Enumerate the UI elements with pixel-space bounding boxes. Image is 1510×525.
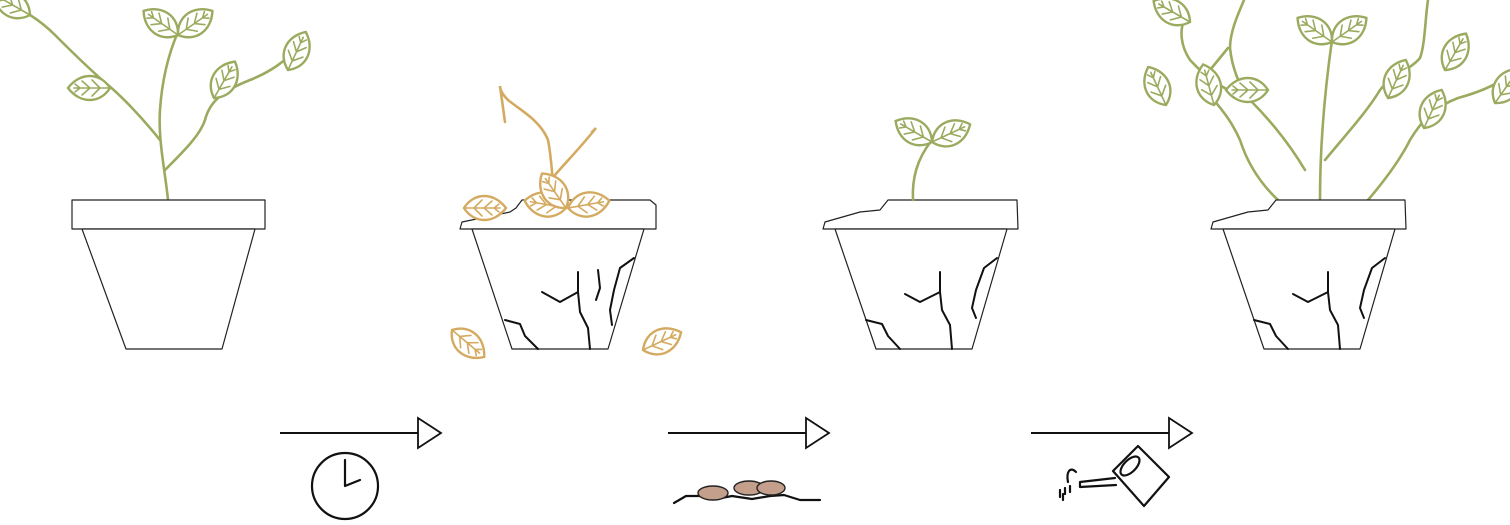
intact-pot <box>72 200 265 349</box>
clock-icon <box>312 453 378 519</box>
transition-time <box>280 418 441 519</box>
seedling <box>890 111 976 200</box>
stage-regrown-plant <box>1137 0 1510 349</box>
arrow-head <box>418 418 441 448</box>
watering-can-icon <box>1060 446 1169 506</box>
arrow-head <box>806 418 829 448</box>
arrow-head <box>1169 418 1192 448</box>
cracked-pot <box>1211 200 1406 349</box>
healthy-plant <box>0 0 317 200</box>
cracked-pot <box>460 200 656 349</box>
stage-sprouting-plant <box>823 111 1018 349</box>
lush-plant <box>1137 0 1510 200</box>
transition-seeds <box>668 418 829 503</box>
dried-plant <box>464 86 611 220</box>
stage-healthy-plant <box>0 0 317 349</box>
seeds-icon <box>674 481 820 503</box>
cracked-pot <box>823 200 1018 349</box>
transition-water <box>1031 418 1192 506</box>
stage-wilted-plant <box>444 86 686 366</box>
